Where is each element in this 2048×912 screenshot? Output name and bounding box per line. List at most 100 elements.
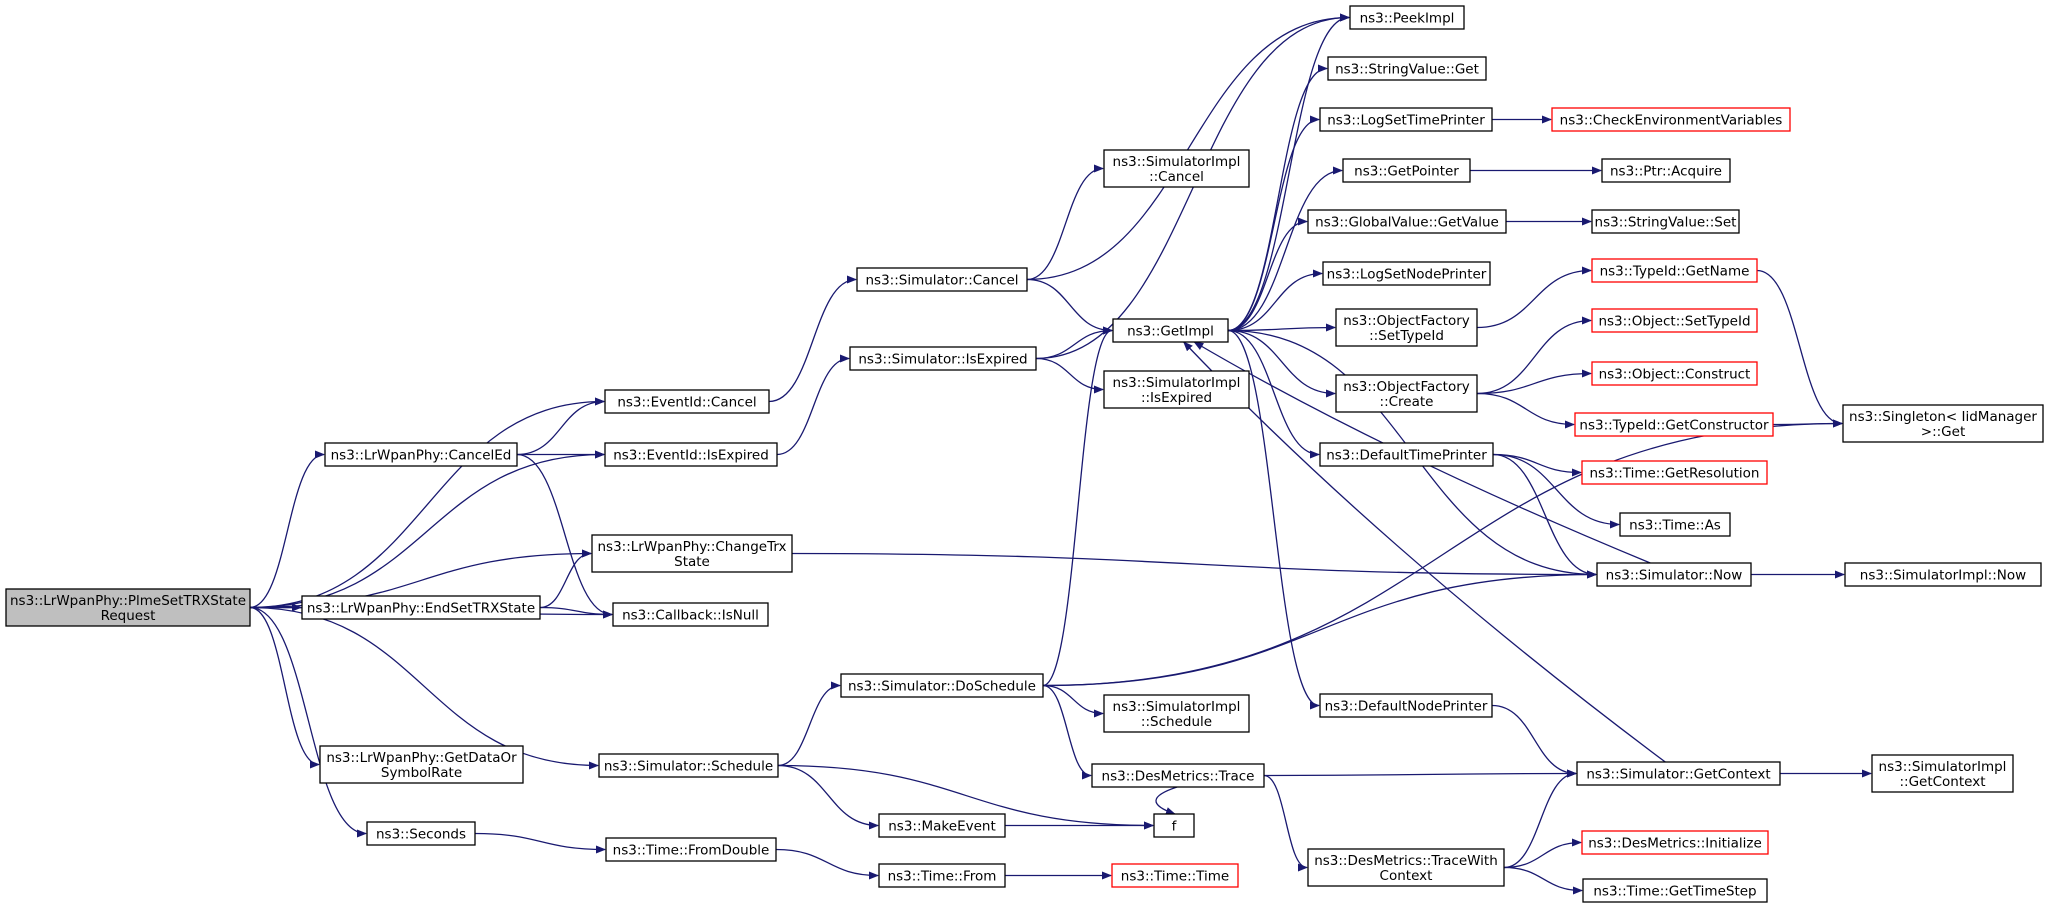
node-implIsExpired[interactable]: ns3::SimulatorImpl::IsExpired	[1103, 370, 1250, 409]
node-timeAs-box	[1619, 512, 1731, 537]
node-simNow-label-0: ns3::Simulator::Now	[1606, 568, 1743, 584]
node-endSetTrx-label-0: ns3::LrWpanPhy::EndSetTRXState	[307, 601, 535, 617]
edge-getImpl-to-stringGet	[1227, 64, 1328, 332]
node-implCancel[interactable]: ns3::SimulatorImpl::Cancel	[1103, 149, 1250, 188]
node-eventIsExpired[interactable]: ns3::EventId::IsExpired	[604, 442, 778, 467]
node-traceWithContext-label-0: ns3::DesMetrics::TraceWith	[1314, 853, 1498, 869]
node-desTrace-label-0: ns3::DesMetrics::Trace	[1102, 769, 1255, 785]
node-peekImpl-box	[1349, 5, 1465, 30]
node-timeAs[interactable]: ns3::Time::As	[1619, 512, 1731, 537]
edge-doSchedule-to-implSchedule	[1042, 684, 1104, 718]
node-simNow-box	[1596, 562, 1752, 587]
edge-defNodePrinter-to-simGetContext	[1491, 704, 1577, 778]
node-ptrAcquire-box	[1601, 158, 1731, 183]
node-eventCancel[interactable]: ns3::EventId::Cancel	[604, 389, 770, 414]
node-eventCancel-label-0: ns3::EventId::Cancel	[617, 395, 756, 411]
node-implGetContext-label-0: ns3::SimulatorImpl	[1879, 759, 2007, 775]
node-implCancel-label-0: ns3::SimulatorImpl	[1113, 154, 1241, 170]
edge-getImpl-to-globalGetValue	[1227, 217, 1308, 332]
node-logSetNode[interactable]: ns3::LogSetNodePrinter	[1322, 261, 1491, 286]
node-simGetContext[interactable]: ns3::Simulator::GetContext	[1576, 761, 1781, 786]
node-objSetTypeId[interactable]: ns3::Object::SetTypeId	[1591, 308, 1758, 333]
edge-simIsExpired-to-peekImpl	[1035, 13, 1350, 360]
node-eventCancel-box	[604, 389, 770, 414]
edge-traceWithContext-to-desInit	[1503, 838, 1582, 869]
node-ofSetTypeId[interactable]: ns3::ObjectFactory::SetTypeId	[1335, 308, 1478, 347]
node-ofSetTypeId-label-0: ns3::ObjectFactory	[1343, 313, 1470, 329]
edge-cancelEd-to-cbIsNull	[516, 453, 613, 619]
edge-changeTrx-to-simNow	[791, 552, 1597, 579]
node-ofSetTypeId-box	[1335, 308, 1478, 347]
node-simSchedule[interactable]: ns3::Simulator::Schedule	[598, 753, 779, 778]
edge-traceWithContext-to-simGetContext	[1503, 769, 1577, 869]
node-implGetContext-box	[1871, 754, 2014, 793]
node-implGetContext[interactable]: ns3::SimulatorImpl::GetContext	[1871, 754, 2014, 793]
node-cancelEd[interactable]: ns3::LrWpanPhy::CancelEd	[324, 442, 518, 467]
node-typeGetCtor-box	[1574, 412, 1774, 437]
node-defNodePrinter[interactable]: ns3::DefaultNodePrinter	[1319, 693, 1493, 718]
node-stringGet[interactable]: ns3::StringValue::Get	[1327, 56, 1487, 81]
edge-doSchedule-to-getImpl	[1042, 326, 1113, 687]
node-doSchedule-label-0: ns3::Simulator::DoSchedule	[848, 679, 1036, 695]
node-timeFrom[interactable]: ns3::Time::From	[878, 863, 1006, 888]
node-logSetTime-label-0: ns3::LogSetTimePrinter	[1327, 113, 1485, 129]
node-simCancel[interactable]: ns3::Simulator::Cancel	[856, 267, 1028, 292]
node-stringGet-box	[1327, 56, 1487, 81]
node-changeTrx-box	[591, 534, 793, 573]
node-ptrAcquire[interactable]: ns3::Ptr::Acquire	[1601, 158, 1731, 183]
edge-doSchedule-to-singletonGet	[1042, 419, 1843, 687]
node-stringSet-box	[1591, 209, 1740, 234]
node-stringSet[interactable]: ns3::StringValue::Set	[1591, 209, 1740, 234]
node-f[interactable]: f	[1153, 813, 1195, 838]
node-globalGetValue[interactable]: ns3::GlobalValue::GetValue	[1307, 209, 1507, 234]
node-eventIsExpired-box	[604, 442, 778, 467]
node-peekImpl-label-0: ns3::PeekImpl	[1360, 11, 1455, 27]
node-objConstruct-box	[1591, 361, 1758, 386]
node-stringGet-label-0: ns3::StringValue::Get	[1335, 62, 1479, 78]
node-timeGetRes[interactable]: ns3::Time::GetResolution	[1581, 460, 1768, 485]
node-eventIsExpired-label-0: ns3::EventId::IsExpired	[613, 448, 769, 464]
node-getImpl[interactable]: ns3::GetImpl	[1112, 318, 1229, 343]
node-desInit-label-0: ns3::DesMetrics::Initialize	[1588, 836, 1762, 852]
node-objConstruct[interactable]: ns3::Object::Construct	[1591, 361, 1758, 386]
edge-ofCreate-to-objConstruct	[1476, 369, 1592, 395]
node-implSchedule[interactable]: ns3::SimulatorImpl::Schedule	[1103, 694, 1250, 733]
node-typeGetCtor[interactable]: ns3::TypeId::GetConstructor	[1574, 412, 1774, 437]
node-implNow[interactable]: ns3::SimulatorImpl::Now	[1844, 562, 2042, 587]
node-defTimePrinter[interactable]: ns3::DefaultTimePrinter	[1319, 442, 1494, 467]
node-traceWithContext-box	[1307, 848, 1505, 887]
node-timeTime[interactable]: ns3::Time::Time	[1111, 863, 1239, 888]
node-getPointer[interactable]: ns3::GetPointer	[1342, 158, 1471, 183]
node-logSetTime[interactable]: ns3::LogSetTimePrinter	[1319, 107, 1493, 132]
node-desTrace[interactable]: ns3::DesMetrics::Trace	[1091, 763, 1265, 788]
node-simIsExpired[interactable]: ns3::Simulator::IsExpired	[849, 346, 1037, 371]
node-seconds[interactable]: ns3::Seconds	[366, 821, 476, 846]
node-endSetTrx[interactable]: ns3::LrWpanPhy::EndSetTRXState	[301, 595, 541, 620]
node-doSchedule[interactable]: ns3::Simulator::DoSchedule	[840, 673, 1044, 698]
node-cbIsNull-label-0: ns3::Callback::IsNull	[622, 608, 759, 624]
node-simIsExpired-box	[849, 346, 1037, 371]
node-ofCreate[interactable]: ns3::ObjectFactory::Create	[1335, 374, 1478, 413]
node-simNow[interactable]: ns3::Simulator::Now	[1596, 562, 1752, 587]
node-doSchedule-box	[840, 673, 1044, 698]
node-cbIsNull[interactable]: ns3::Callback::IsNull	[612, 602, 769, 627]
node-timeGetStep[interactable]: ns3::Time::GetTimeStep	[1582, 878, 1768, 903]
node-simSchedule-box	[598, 753, 779, 778]
node-simGetContext-label-0: ns3::Simulator::GetContext	[1586, 767, 1770, 783]
node-fromDouble[interactable]: ns3::Time::FromDouble	[605, 837, 777, 862]
node-getImpl-box	[1112, 318, 1229, 343]
node-checkEnv[interactable]: ns3::CheckEnvironmentVariables	[1551, 107, 1791, 132]
node-peekImpl[interactable]: ns3::PeekImpl	[1349, 5, 1465, 30]
node-makeEvent[interactable]: ns3::MakeEvent	[878, 813, 1006, 838]
node-singletonGet[interactable]: ns3::Singleton< IidManager>::Get	[1842, 404, 2044, 443]
edge-getImpl-to-defTimePrinter	[1227, 329, 1320, 459]
edge-root-to-getDataOr	[249, 606, 320, 769]
node-desInit[interactable]: ns3::DesMetrics::Initialize	[1581, 830, 1769, 855]
node-typeGetName[interactable]: ns3::TypeId::GetName	[1591, 258, 1758, 283]
node-implGetContext-label-1: ::GetContext	[1899, 774, 1985, 790]
